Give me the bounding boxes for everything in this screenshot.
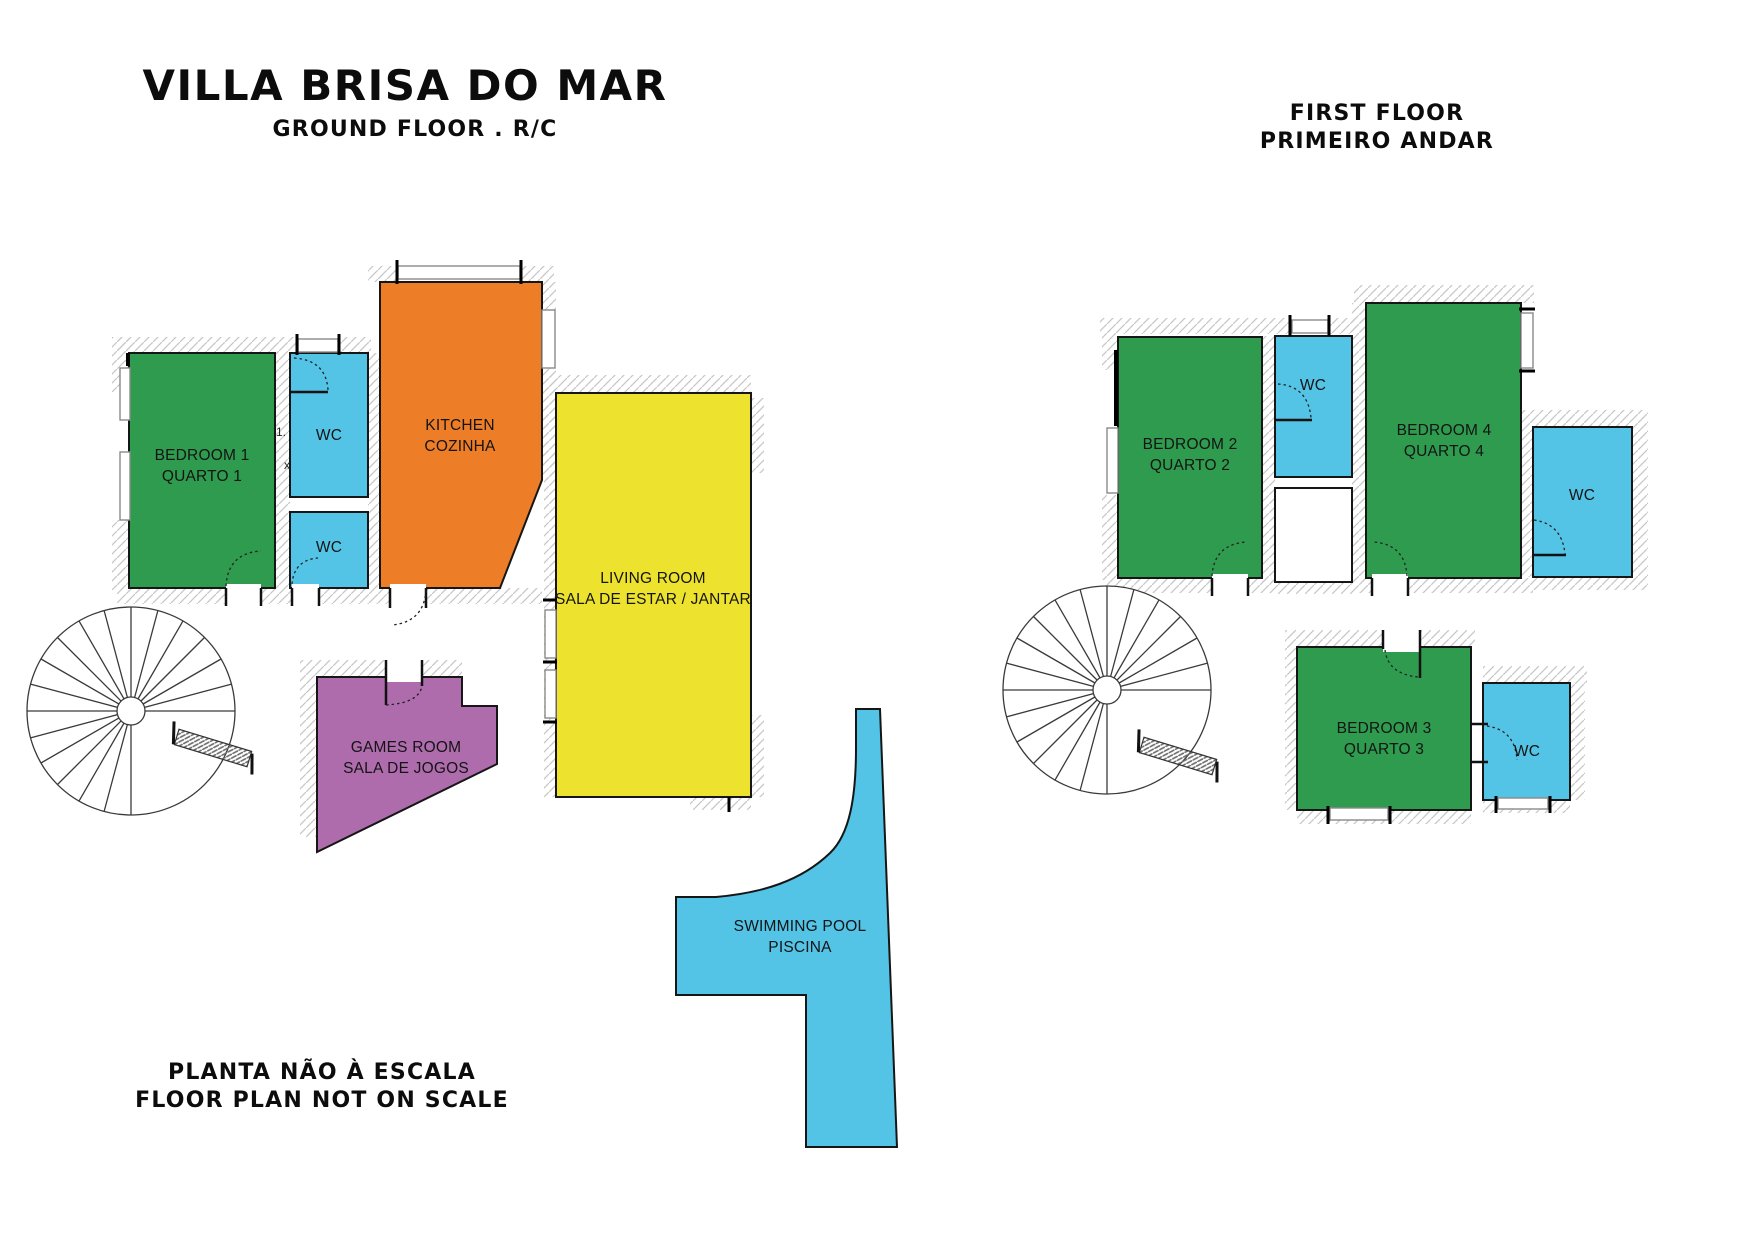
first-floor-title-line2: PRIMEIRO ANDAR [1260, 129, 1494, 154]
wc-bottom-label: WC [316, 539, 342, 556]
kitchen-label-pt: COZINHA [424, 438, 496, 455]
wc-4-label: WC [1569, 487, 1595, 504]
room-kitchen [379, 281, 543, 589]
bedroom-4-label-pt: QUARTO 4 [1404, 443, 1484, 460]
bedroom-4-label-en: BEDROOM 4 [1397, 422, 1492, 439]
window [397, 265, 521, 280]
bedroom-2-label-pt: QUARTO 2 [1150, 457, 1230, 474]
window [119, 451, 131, 521]
window [544, 669, 557, 719]
first-floor-openings [1106, 307, 1566, 824]
first-floor-plan [1117, 302, 1633, 811]
pool-label-pt: PISCINA [768, 939, 832, 956]
spiral-staircase-ground [26, 606, 236, 816]
wc-3-label: WC [1514, 743, 1540, 760]
window [544, 609, 557, 659]
room-landing [1274, 487, 1353, 583]
window [541, 309, 556, 369]
ground-floor-subtitle: GROUND FLOOR . R/C [273, 117, 558, 142]
window [1106, 427, 1119, 494]
room-swimming-pool [675, 708, 899, 1148]
room-games-room [316, 676, 498, 854]
first-floor-title-line1: FIRST FLOOR [1290, 101, 1464, 126]
dimension-annotation-a: 1. [276, 425, 286, 439]
room-bedroom-4 [1365, 302, 1522, 579]
living-room-label-en: LIVING ROOM [600, 570, 706, 587]
first-floor-labels: BEDROOM 2 QUARTO 2 WC BEDROOM 4 QUARTO 4… [1143, 377, 1595, 760]
footer-note-line2: FLOOR PLAN NOT ON SCALE [135, 1088, 509, 1113]
room-bedroom-1 [128, 352, 276, 589]
bedroom-3-label-pt: QUARTO 3 [1344, 741, 1424, 758]
games-room-label-en: GAMES ROOM [351, 739, 462, 756]
wc-top-label: WC [316, 427, 342, 444]
room-wc-4 [1532, 426, 1633, 578]
room-living-room [555, 392, 752, 798]
footer-note-line1: PLANTA NÃO À ESCALA [168, 1059, 476, 1085]
window [1291, 319, 1329, 334]
dimension-annotation-b: x [284, 458, 290, 472]
bedroom-1-label-en: BEDROOM 1 [155, 447, 250, 464]
wc-2-label: WC [1300, 377, 1326, 394]
living-room-label-pt: SALA DE ESTAR / JANTAR [555, 591, 751, 608]
bedroom-2-label-en: BEDROOM 2 [1143, 436, 1238, 453]
games-room-label-pt: SALA DE JOGOS [343, 760, 469, 777]
room-wc-2 [1274, 335, 1353, 478]
page-title: VILLA BRISA DO MAR [143, 61, 668, 110]
pool-label-en: SWIMMING POOL [734, 918, 867, 935]
ground-floor-plan [128, 281, 899, 1148]
ground-floor-labels: BEDROOM 1 QUARTO 1 WC WC KITCHEN COZINHA… [155, 417, 867, 956]
bedroom-1-label-pt: QUARTO 1 [162, 468, 242, 485]
ground-floor-openings [119, 260, 731, 812]
window [297, 338, 339, 353]
room-wc-bottom [289, 511, 369, 589]
room-bedroom-2 [1117, 336, 1263, 579]
window [1329, 807, 1389, 821]
kitchen-label-en: KITCHEN [425, 417, 494, 434]
window [1497, 797, 1549, 810]
room-wc-3 [1482, 682, 1571, 801]
window [119, 367, 131, 421]
bedroom-3-label-en: BEDROOM 3 [1337, 720, 1432, 737]
room-wc-top [289, 352, 369, 498]
window [1520, 312, 1534, 369]
